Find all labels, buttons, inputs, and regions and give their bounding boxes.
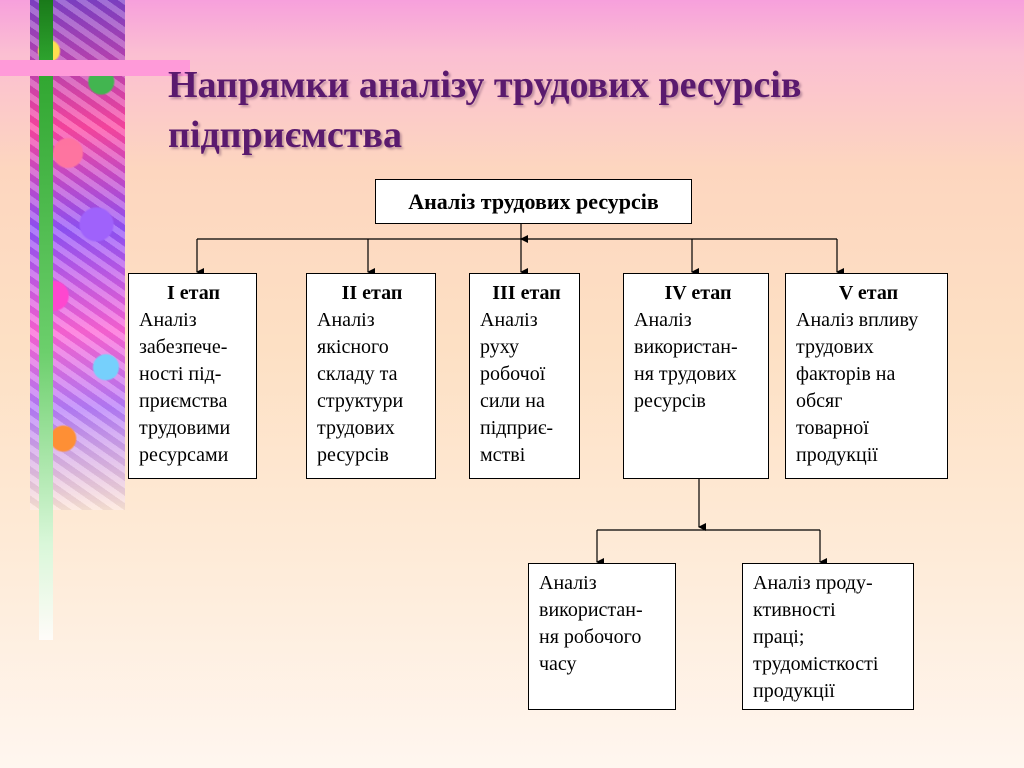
stage-title: V етап [838, 282, 899, 304]
stage-text: Аналіз використан- ня трудових ресурсів [634, 309, 738, 412]
stage-box-4: IV етап Аналіз використан- ня трудових р… [623, 273, 769, 479]
stage-box-3: III етап Аналіз руху робочої сили на під… [469, 273, 580, 479]
stage-title: III етап [492, 282, 561, 304]
stage-title: I етап [167, 282, 220, 304]
stage-box-1: I етап Аналіз забезпече- ності під- приє… [128, 273, 257, 479]
stage-text: Аналіз якісного складу та структури труд… [317, 309, 404, 466]
stage-text: Аналіз руху робочої сили на підприє- мст… [480, 309, 554, 466]
decorative-bar [0, 60, 190, 76]
sub-box-productivity: Аналіз проду- ктивності праці; трудоміст… [742, 563, 914, 710]
sub-text: Аналіз використан- ня робочого часу [539, 572, 643, 675]
stage-box-2: II етап Аналіз якісного складу та структ… [306, 273, 436, 479]
stage-title: IV етап [664, 282, 732, 304]
root-box: Аналіз трудових ресурсів [375, 179, 692, 224]
stage-box-5: V етап Аналіз впливу трудових факторів н… [785, 273, 948, 479]
sub-text: Аналіз проду- ктивності праці; трудоміст… [753, 572, 879, 702]
stage-text: Аналіз забезпече- ності під- приємства т… [139, 309, 231, 466]
slide-title: Напрямки аналізу трудових ресурсів підпр… [168, 64, 802, 156]
stage-title: II етап [341, 282, 403, 304]
decorative-stripe [39, 0, 53, 640]
stage-text: Аналіз впливу трудових факторів на обсяг… [796, 309, 919, 466]
sub-box-working-time: Аналіз використан- ня робочого часу [528, 563, 676, 710]
